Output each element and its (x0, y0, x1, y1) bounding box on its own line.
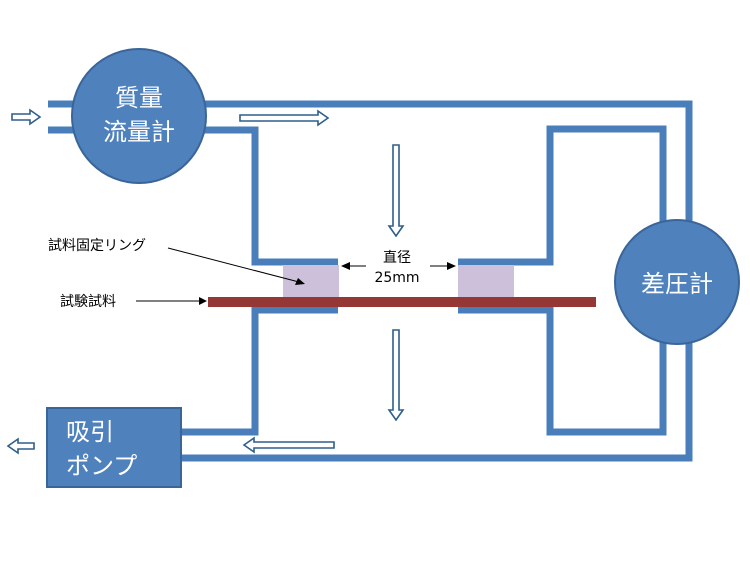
suction-pump-label-line2: ポンプ (66, 452, 137, 480)
diameter-arrow-left-head (341, 262, 350, 270)
suction-pump-label-line1: 吸引 (66, 418, 114, 446)
test-sample-callout: 試験試料 (60, 294, 207, 310)
mass-flow-meter-circle (71, 48, 207, 184)
sample-ring-right (458, 265, 514, 298)
pipe-chamber-to-gauge-lower (458, 306, 667, 436)
sample-ring-left (283, 265, 339, 298)
flow-arrow-down-upper (387, 144, 405, 238)
flow-arrow-down-lower (387, 329, 405, 422)
differential-pressure-gauge-circle (614, 219, 740, 345)
pipe-chamber-to-gauge-upper (458, 125, 667, 266)
inlet-flow-arrow (11, 108, 42, 126)
outlet-flow-arrow (6, 437, 35, 455)
diameter-value: 25mm (374, 270, 419, 286)
flow-arrow-bottom-left (242, 436, 335, 454)
flow-arrow-top-right (239, 109, 330, 127)
pipe-chamber-to-pump (181, 306, 338, 436)
differential-pressure-gauge-label: 差圧計 (641, 270, 713, 298)
sample-ring-callout: 試料固定リング (48, 238, 305, 285)
diameter-annotation: 直径 25mm (341, 249, 456, 286)
sample-ring-leader (167, 247, 300, 283)
sample-ring-label: 試料固定リング (48, 238, 146, 254)
mass-flow-meter: 質量 流量計 (71, 48, 207, 184)
diameter-arrow-right-head (447, 262, 456, 270)
mass-flow-meter-label-line1: 質量 (115, 84, 163, 112)
mass-flow-meter-label-line2: 流量計 (103, 118, 175, 146)
pipe-top-outer (205, 100, 693, 222)
pipe-to-chamber-top (195, 126, 338, 266)
sample-ring-leader-head (295, 278, 305, 285)
suction-pump: 吸引 ポンプ (46, 407, 182, 488)
differential-pressure-gauge: 差圧計 (614, 219, 740, 345)
test-sample-label: 試験試料 (60, 294, 116, 310)
pipe-bottom-outer (181, 340, 693, 462)
test-sample-bar (208, 297, 596, 307)
suction-pump-box (46, 407, 182, 488)
diameter-title: 直径 (383, 249, 411, 266)
test-sample-leader-head (199, 297, 207, 305)
